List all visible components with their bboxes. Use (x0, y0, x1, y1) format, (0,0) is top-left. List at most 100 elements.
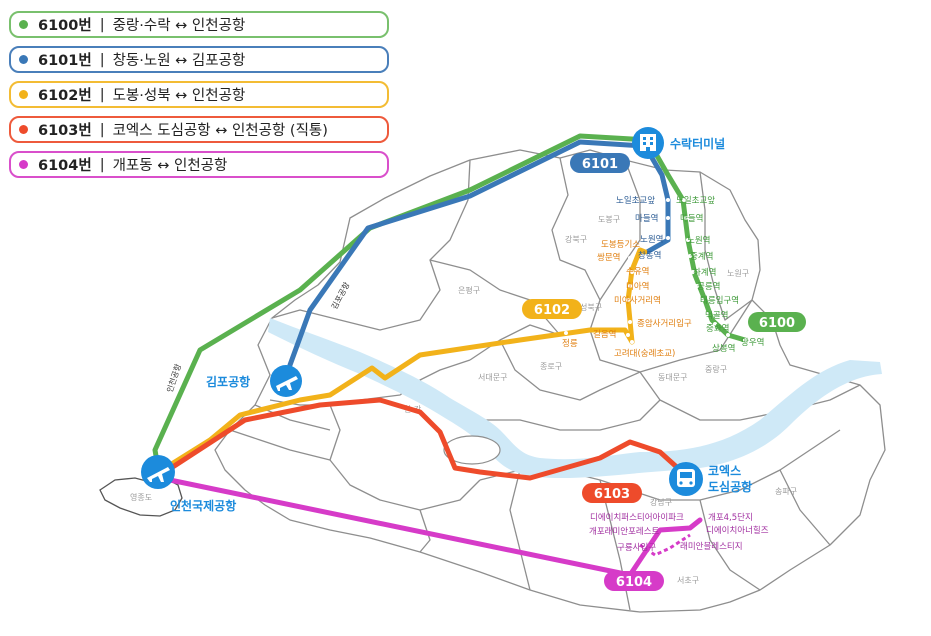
coex-label: 코엑스 (708, 463, 741, 478)
svg-text:노원구: 노원구 (727, 269, 749, 278)
svg-text:동대문구: 동대문구 (658, 373, 687, 382)
svg-text:은평구: 은평구 (458, 285, 480, 295)
svg-text:상봉역: 상봉역 (712, 343, 735, 354)
station-dots (564, 198, 747, 344)
legend-separator: | (99, 16, 105, 33)
svg-text:미아역: 미아역 (626, 281, 649, 292)
legend-route-description: 코엑스 도심공항 ↔ 인천공항 (직통) (112, 123, 328, 139)
legend-dot (19, 160, 28, 169)
legend-route-description: 도봉·성북 ↔ 인천공항 (112, 88, 246, 104)
svg-text:6103: 6103 (594, 487, 630, 502)
legend-route-number: 6103번 (38, 123, 92, 139)
svg-text:도봉구: 도봉구 (598, 215, 620, 224)
svg-text:미아사거리역: 미아사거리역 (614, 295, 661, 306)
legend-separator: | (99, 51, 105, 68)
svg-text:마들역: 마들역 (635, 213, 658, 224)
legend-dot (19, 55, 28, 64)
svg-text:구룡사입구: 구룡사입구 (617, 543, 656, 553)
legend-item-6101: 6101번 | 창동·노원 ↔ 김포공항 (9, 46, 389, 73)
badge-6100: 6100 (748, 312, 806, 332)
route-6104-loop (639, 533, 691, 557)
svg-text:노원역: 노원역 (687, 235, 710, 246)
stations-6102: 도봉등기소 쌍문역 수유역 미아역 미아사거리역 종암사거리입구 길음역 정릉 … (562, 240, 692, 359)
svg-text:종로구: 종로구 (540, 362, 562, 371)
legend-route-description: 창동·노원 ↔ 김포공항 (112, 53, 246, 69)
legend-item-6100: 6100번 | 중랑·수락 ↔ 인천공항 (9, 11, 389, 38)
svg-text:래미안블레스티지: 래미안블레스티지 (680, 541, 743, 552)
svg-text:중계역: 중계역 (690, 251, 713, 262)
yeouido-island (443, 435, 501, 465)
bus-icon (669, 462, 703, 496)
legend-item-6104: 6104번 | 개포동 ↔ 인천공항 (9, 151, 389, 178)
badge-6104: 6104 (604, 571, 664, 591)
airplane-icon (270, 365, 302, 397)
svg-text:태릉입구역: 태릉입구역 (700, 295, 739, 306)
svg-text:수유역: 수유역 (626, 266, 649, 277)
legend-separator: | (99, 121, 105, 138)
city-airport-label: 도심공항 (708, 479, 752, 494)
svg-text:공릉역: 공릉역 (697, 281, 720, 292)
han-river (268, 318, 882, 478)
svg-text:영종도: 영종도 (130, 492, 152, 502)
airplane-icon (141, 455, 175, 489)
badge-6102: 6102 (522, 299, 582, 319)
svg-text:디에이치아너힐즈: 디에이치아너힐즈 (706, 525, 769, 536)
legend-route-description: 중랑·수락 ↔ 인천공항 (112, 18, 246, 34)
stations-6100: 노일초교앞 마들역 노원역 중계역 하계역 공릉역 태릉입구역 먹골역 중화역 … (676, 195, 764, 354)
legend-route-number: 6100번 (38, 18, 92, 34)
building-icon (632, 127, 664, 159)
legend-dot (19, 20, 28, 29)
svg-text:노일초교앞: 노일초교앞 (616, 195, 655, 206)
legend-route-description: 개포동 ↔ 인천공항 (112, 158, 228, 174)
badge-6101: 6101 (570, 153, 630, 173)
gimpo-airport-label: 김포공항 (206, 374, 250, 389)
svg-text:강남구: 강남구 (650, 497, 672, 507)
svg-text:망우역: 망우역 (741, 337, 764, 348)
stations-6104: 디에이치퍼스티어아이파크 개포래미안포레스트 구룡사입구 개포4,5단지 디에이… (589, 512, 769, 553)
svg-text:6100: 6100 (759, 316, 795, 331)
route-6103-line (162, 397, 683, 481)
svg-text:하계역: 하계역 (693, 267, 716, 278)
legend-item-6103: 6103번 | 코엑스 도심공항 ↔ 인천공항 (직통) (9, 116, 389, 143)
legend-route-number: 6104번 (38, 158, 92, 174)
svg-text:6101: 6101 (582, 157, 618, 172)
svg-text:강북구: 강북구 (565, 234, 587, 244)
svg-text:디에이치퍼스티어아이파크: 디에이치퍼스티어아이파크 (590, 512, 684, 523)
svg-text:창동역: 창동역 (638, 250, 661, 261)
svg-text:개포4,5단지: 개포4,5단지 (708, 512, 753, 523)
svg-text:먹골역: 먹골역 (705, 310, 728, 321)
legend-route-number: 6101번 (38, 53, 92, 69)
svg-text:길음역: 길음역 (593, 329, 616, 340)
svg-text:마들역: 마들역 (680, 213, 703, 224)
svg-text:서초구: 서초구 (677, 576, 699, 585)
svg-text:서대문구: 서대문구 (478, 373, 507, 382)
incheon-airport-label: 인천국제공항 (170, 498, 236, 513)
seoul-district-map (214, 149, 886, 613)
svg-text:정릉: 정릉 (562, 338, 578, 349)
suraku-terminal-label: 수락터미널 (670, 136, 725, 151)
svg-text:노원역: 노원역 (640, 234, 663, 245)
svg-text:개포래미안포레스트: 개포래미안포레스트 (589, 526, 660, 537)
badge-6103: 6103 (582, 483, 642, 503)
svg-text:중화역: 중화역 (706, 323, 729, 334)
district-labels: 도봉구 강북구 노원구 은평구 성북구 서대문구 종로구 동대문구 중랑구 강남… (130, 215, 797, 585)
legend-item-6102: 6102번 | 도봉·성북 ↔ 인천공항 (9, 81, 389, 108)
legend-separator: | (99, 86, 105, 103)
svg-text:고려대(숭례초교): 고려대(숭례초교) (614, 348, 675, 359)
svg-text:쌍문역: 쌍문역 (597, 252, 620, 263)
svg-text:도봉등기소: 도봉등기소 (601, 240, 640, 250)
svg-text:송파구: 송파구 (775, 487, 797, 496)
svg-text:6104: 6104 (616, 575, 652, 590)
stations-6101: 노일초교앞 마들역 노원역 창동역 (616, 195, 663, 261)
svg-text:성북구: 성북구 (580, 303, 602, 312)
svg-text:노일초교앞: 노일초교앞 (676, 195, 715, 206)
legend-route-number: 6102번 (38, 88, 92, 104)
svg-text:종암사거리입구: 종암사거리입구 (637, 318, 692, 329)
legend-dot (19, 125, 28, 134)
legend-separator: | (99, 156, 105, 173)
route-6100-line (152, 133, 748, 465)
legend-dot (19, 90, 28, 99)
svg-text:6102: 6102 (534, 303, 570, 318)
svg-text:중랑구: 중랑구 (705, 364, 727, 374)
